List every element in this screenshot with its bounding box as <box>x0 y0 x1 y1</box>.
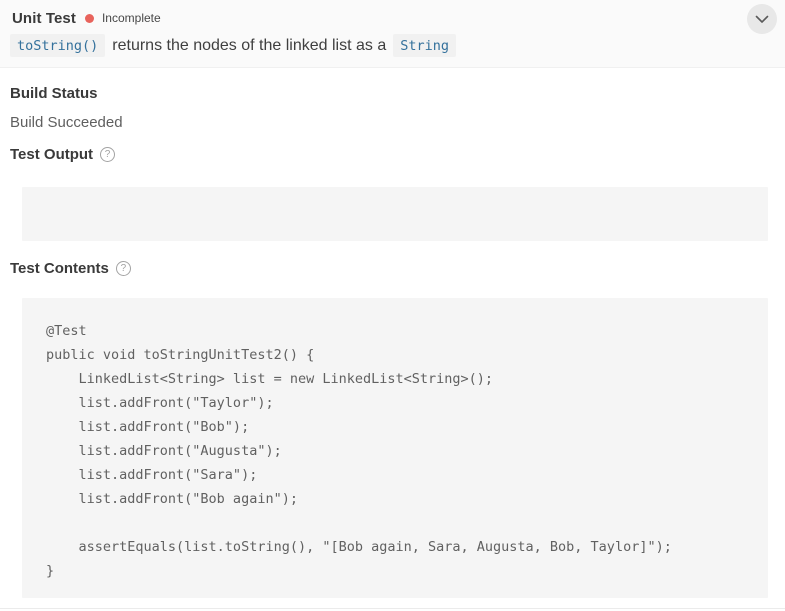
test-contents-area: @Test public void toStringUnitTest2() { … <box>22 298 768 598</box>
description-text: returns the nodes of the linked list as … <box>112 36 387 54</box>
collapse-button[interactable] <box>747 4 777 34</box>
incomplete-status-dot-icon <box>84 13 94 23</box>
bottom-divider <box>0 608 785 609</box>
test-contents-heading-label: Test Contents <box>10 260 109 277</box>
panel-content: Build Status Build Succeeded Test Output… <box>0 84 785 598</box>
build-status-heading: Build Status <box>10 85 98 102</box>
test-contents-heading: Test Contents ? <box>10 259 768 278</box>
chevron-down-icon <box>755 15 769 24</box>
title-row: Unit Test Incomplete <box>12 9 737 27</box>
help-icon[interactable]: ? <box>115 261 131 276</box>
test-code: @Test public void toStringUnitTest2() { … <box>46 323 672 579</box>
status-label: Incomplete <box>101 11 161 25</box>
test-output-heading-label: Test Output <box>10 146 94 163</box>
test-output-area <box>22 187 768 241</box>
code-chip-string: String <box>393 34 456 58</box>
test-output-heading: Test Output ? <box>10 145 768 164</box>
help-icon[interactable]: ? <box>100 147 116 162</box>
test-description: toString() returns the nodes of the link… <box>10 34 737 58</box>
code-chip-tostring: toString() <box>10 34 106 58</box>
page-title: Unit Test <box>12 9 76 27</box>
unit-test-header: Unit Test Incomplete toString() returns … <box>0 0 785 68</box>
build-status-value: Build Succeeded <box>10 114 123 131</box>
